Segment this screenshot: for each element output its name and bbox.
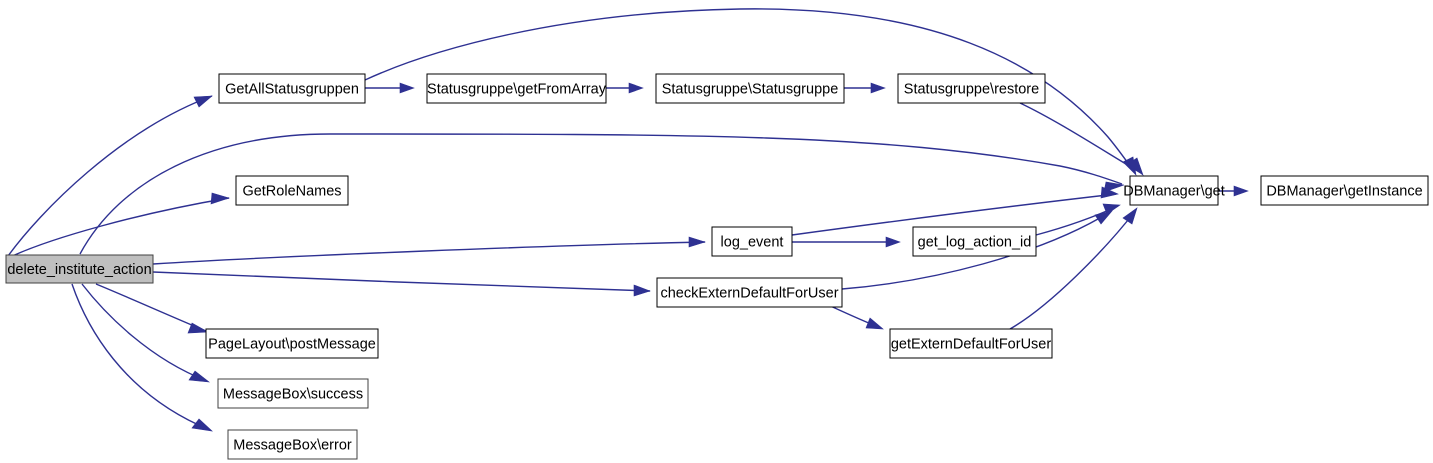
node-box[interactable] [889, 328, 1053, 359]
node-box[interactable] [897, 73, 1046, 104]
edge-Statusgruppe_getFromArray-to-Statusgruppe_Statusgruppe [606, 82, 644, 94]
node-label: log_event [721, 234, 784, 250]
node-DBManager_getInstance[interactable]: DBManager\getInstance [1260, 175, 1429, 206]
node-box[interactable] [227, 429, 358, 460]
node-label: GetAllStatusgruppen [225, 81, 359, 97]
arrowhead-icon [633, 284, 651, 297]
arrowhead-icon [1103, 181, 1125, 193]
node-checkExternDefaultForUser[interactable]: checkExternDefaultForUser [656, 277, 843, 308]
edge-line [81, 283, 208, 382]
node-label: Statusgruppe\getFromArray [427, 81, 607, 97]
edge-line [791, 193, 1117, 236]
edge-line [152, 271, 651, 292]
arrowhead-icon [193, 95, 213, 108]
node-box[interactable] [711, 226, 793, 257]
node-GetAllStatusgruppen[interactable]: GetAllStatusgruppen [218, 73, 366, 104]
arrowhead-icon [1102, 203, 1121, 215]
node-label: PageLayout\postMessage [208, 336, 376, 352]
node-PageLayout_postMessage[interactable]: PageLayout\postMessage [205, 328, 379, 359]
arrowhead-icon [188, 370, 210, 383]
node-log_event[interactable]: log_event [711, 226, 793, 257]
arrowhead-icon [210, 192, 231, 205]
edge-log_event-to-DBManager_get [791, 186, 1119, 236]
edge-line [1019, 102, 1142, 174]
node-label: Statusgruppe\Statusgruppe [662, 81, 839, 97]
edge-Statusgruppe_restore-to-DBManager_get [1019, 102, 1144, 176]
edge-line [152, 241, 706, 265]
node-getExternDefaultForUser[interactable]: getExternDefaultForUser [889, 328, 1053, 359]
edge-GetAllStatusgruppen-to-Statusgruppe_getFromArray [365, 82, 415, 94]
node-label: MessageBox\success [223, 386, 363, 402]
arrowhead-icon [885, 236, 901, 248]
arrowhead-icon [1127, 157, 1144, 176]
edge-line [79, 133, 1123, 255]
arrowhead-icon [865, 317, 884, 330]
arrowhead-icon [688, 236, 707, 248]
node-MessageBox_success[interactable]: MessageBox\success [217, 378, 369, 409]
node-box[interactable] [217, 378, 369, 409]
node-Statusgruppe_Statusgruppe[interactable]: Statusgruppe\Statusgruppe [655, 73, 845, 104]
node-box[interactable] [218, 73, 366, 104]
node-label: delete_institute_action [7, 262, 151, 278]
node-DBManager_get[interactable]: DBManager\get [1123, 175, 1225, 206]
arrowhead-icon [1122, 207, 1138, 225]
nodes-layer: delete_institute_action GetAllStatusgrupp… [5, 73, 1429, 460]
node-box[interactable] [5, 254, 154, 284]
node-label: DBManager\getInstance [1266, 183, 1422, 199]
edge-line [841, 211, 1111, 290]
edge-log_event-to-get_log_action_id [792, 236, 901, 248]
node-box[interactable] [1129, 175, 1219, 206]
node-label: DBManager\get [1123, 183, 1225, 199]
edge-line [95, 283, 207, 332]
edge-get_log_action_id-to-DBManager_get [1035, 203, 1121, 236]
node-box[interactable] [205, 328, 379, 359]
node-label: get_log_action_id [918, 234, 1032, 250]
arrowhead-icon [187, 322, 210, 334]
edge-line [7, 197, 230, 259]
node-label: getExternDefaultForUser [891, 336, 1052, 352]
node-Statusgruppe_restore[interactable]: Statusgruppe\restore [897, 73, 1046, 104]
arrowhead-icon [1094, 210, 1113, 225]
edges-layer [7, 8, 1249, 432]
arrowhead-icon [628, 82, 644, 94]
edge-line [7, 95, 213, 257]
edge-delete_institute_action-to-log_event [152, 236, 707, 265]
node-box[interactable] [426, 73, 607, 104]
node-box[interactable] [656, 277, 843, 308]
arrowhead-icon [191, 418, 213, 432]
edge-delete_institute_action-to-GetAllStatusgruppen [7, 95, 213, 257]
arrowhead-icon [1233, 185, 1249, 197]
node-get_log_action_id[interactable]: get_log_action_id [912, 226, 1037, 257]
node-GetRoleNames[interactable]: GetRoleNames [235, 175, 349, 206]
edge-line [364, 8, 1136, 174]
edge-getExternDefaultForUser-to-DBManager_get [1009, 207, 1138, 330]
node-box[interactable] [1260, 175, 1429, 206]
node-delete_institute_action[interactable]: delete_institute_action [5, 254, 154, 284]
node-label: Statusgruppe\restore [904, 81, 1039, 97]
node-box[interactable] [655, 73, 845, 104]
node-label: MessageBox\error [233, 437, 352, 453]
arrowhead-icon [1100, 186, 1119, 199]
node-label: checkExternDefaultForUser [660, 285, 838, 301]
edge-delete_institute_action-to-MessageBox_success [81, 283, 210, 383]
node-Statusgruppe_getFromArray[interactable]: Statusgruppe\getFromArray [426, 73, 607, 104]
edge-delete_institute_action-to-PageLayout_postMessage [95, 283, 210, 334]
arrowhead-icon [399, 82, 415, 94]
node-label: GetRoleNames [242, 183, 341, 199]
edge-Statusgruppe_Statusgruppe-to-Statusgruppe_restore [844, 82, 886, 94]
edge-delete_institute_action-to-checkExternDefaultForUser [152, 271, 651, 297]
node-box[interactable] [912, 226, 1037, 257]
edge-line [1009, 209, 1137, 330]
edge-checkExternDefaultForUser-to-DBManager_get [841, 210, 1113, 290]
node-box[interactable] [235, 175, 349, 206]
edge-delete_institute_action-to-DBManager_get [79, 133, 1125, 255]
edge-delete_institute_action-to-GetRoleNames [7, 192, 231, 259]
edge-delete_institute_action-to-MessageBox_error [71, 283, 213, 432]
node-MessageBox_error[interactable]: MessageBox\error [227, 429, 358, 460]
edge-line [71, 283, 211, 431]
edge-DBManager_get-to-DBManager_getInstance [1218, 185, 1249, 197]
arrowhead-icon [870, 82, 886, 94]
